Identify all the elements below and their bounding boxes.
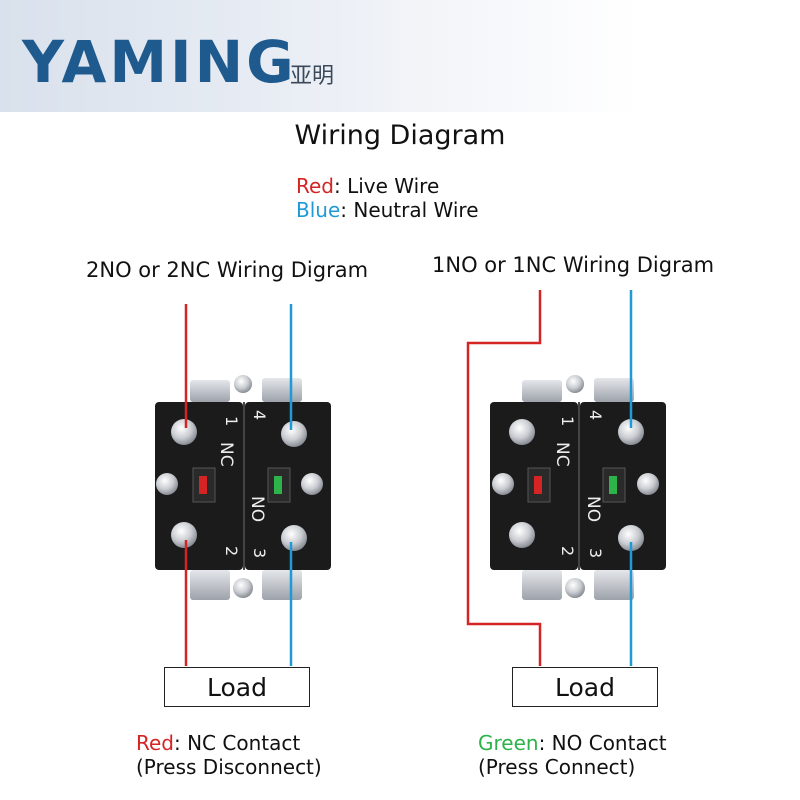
right-label-no: NO — [583, 496, 603, 522]
left-contact-block: 1 4 NC NO 2 3 — [155, 375, 331, 600]
left-label-1: 1 — [222, 416, 241, 426]
brand-logo: YAMING — [22, 28, 297, 96]
left-screw-1 — [171, 419, 197, 445]
right-screw-3 — [618, 525, 644, 551]
right-bottom-bracket-a — [522, 570, 562, 600]
left-screw-2 — [171, 522, 197, 548]
right-note-line1: Green: NO Contact — [478, 731, 667, 755]
legend-red-text: : Live Wire — [334, 174, 440, 198]
left-bottom-bracket-b — [262, 570, 302, 600]
left-label-3: 3 — [250, 548, 269, 558]
right-note-line2: (Press Connect) — [478, 755, 636, 779]
left-top-bracket-a — [190, 380, 230, 402]
left-screw-mid-b — [301, 473, 323, 495]
right-screw-mid-a — [492, 473, 514, 495]
right-live-wire-bypass — [466, 290, 542, 666]
right-label-nc: NC — [552, 442, 572, 467]
left-note-line1: Red: NC Contact — [136, 731, 300, 755]
right-nc-indicator — [534, 476, 542, 494]
left-note-text: : NC Contact — [174, 731, 301, 755]
header-band — [0, 0, 800, 112]
left-label-no: NO — [247, 496, 267, 522]
right-label-3: 3 — [586, 548, 605, 558]
left-no-indicator — [274, 476, 282, 494]
right-contact-block: 1 4 NC NO 2 3 — [490, 375, 666, 600]
left-label-nc: NC — [216, 442, 236, 467]
right-diagram-heading: 1NO or 1NC Wiring Digram — [432, 253, 715, 277]
left-label-2: 2 — [222, 546, 241, 556]
right-screw-1 — [509, 419, 535, 445]
left-bottom-bracket-screw — [233, 578, 253, 598]
left-bottom-bracket-a — [190, 570, 230, 600]
right-label-1: 1 — [558, 416, 577, 426]
right-screw-mid-b — [637, 473, 659, 495]
legend-red-word: Red — [296, 174, 334, 198]
brand-chinese-name: 亚明 — [290, 64, 335, 89]
left-note-color-word: Red — [136, 731, 174, 755]
left-load-box: Load — [164, 667, 310, 707]
right-top-bracket-screw — [566, 375, 584, 393]
right-bottom-bracket-b — [594, 570, 634, 600]
right-screw-2 — [509, 522, 535, 548]
right-load-box: Load — [512, 667, 658, 707]
right-bottom-bracket-screw — [565, 578, 585, 598]
right-label-2: 2 — [558, 546, 577, 556]
left-screw-4 — [281, 421, 307, 447]
left-note-line2: (Press Disconnect) — [136, 755, 322, 779]
right-screw-4 — [618, 419, 644, 445]
legend-blue-word: Blue — [296, 198, 341, 222]
left-top-bracket-b — [262, 378, 302, 402]
left-nc-indicator — [199, 476, 207, 494]
legend-blue-text: : Neutral Wire — [340, 198, 479, 222]
left-screw-mid-a — [156, 473, 178, 495]
right-label-4: 4 — [586, 410, 605, 420]
diagram-title: Wiring Diagram — [294, 120, 506, 151]
right-note-color-word: Green — [478, 731, 539, 755]
left-screw-3 — [281, 525, 307, 551]
right-top-bracket-a — [522, 380, 562, 402]
right-no-indicator — [609, 476, 617, 494]
left-label-4: 4 — [250, 410, 269, 420]
legend-live: Red: Live Wire — [296, 174, 439, 198]
right-note-text: : NO Contact — [538, 731, 667, 755]
left-top-bracket-screw — [234, 375, 252, 393]
legend-neutral: Blue: Neutral Wire — [296, 198, 479, 222]
left-diagram-heading: 2NO or 2NC Wiring Digram — [86, 258, 369, 282]
right-top-bracket-b — [594, 378, 634, 402]
